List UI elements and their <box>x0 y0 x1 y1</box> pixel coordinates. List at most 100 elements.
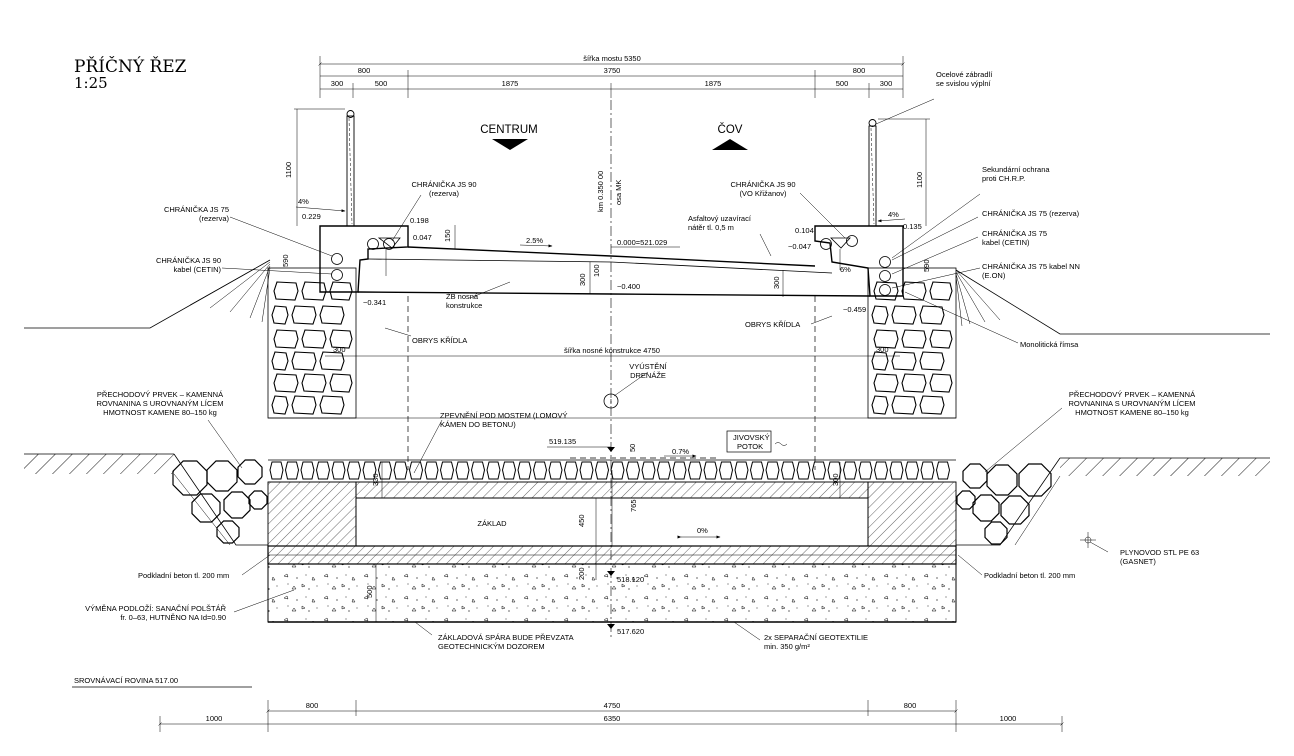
label-line: OBRYS KŘÍDLA <box>412 336 467 345</box>
label-subbase-l: Podkladní beton tl. 200 mm <box>138 571 229 580</box>
datum-label: SROVNÁVACÍ ROVINA 517.00 <box>74 676 178 685</box>
deck-levels: 0.000=521.029 −0.400 −0.341 −0.459 0.198… <box>281 216 931 314</box>
level-left-step: 0.047 <box>413 233 432 242</box>
dim-800-left: 800 <box>358 66 371 75</box>
label-line: CHRÁNIČKA JS 75 (rezerva) <box>982 209 1080 218</box>
superstructure <box>319 225 904 297</box>
foundation-dims: 330 300 450 765 200 500 518.120 517.620 <box>365 462 841 636</box>
riprap-boulder <box>172 460 208 496</box>
paving-stone <box>920 461 935 480</box>
label-line: min. 350 g/m² <box>764 642 810 651</box>
paving-stone <box>858 461 873 480</box>
direction-down-arrow-icon <box>492 139 528 150</box>
paving-stone <box>935 461 951 480</box>
riprap-boulder <box>206 460 238 492</box>
paving-stone <box>765 461 780 480</box>
dim-300-deck-right: 300 <box>772 276 781 289</box>
railing-right: 1100 4% 0.135 <box>868 118 930 231</box>
label-line: VYÚSTĚNÍ <box>629 362 667 371</box>
dim-1875-right: 1875 <box>705 79 722 88</box>
label-line: ROVNANINA S UROVNANÝM LÍCEM <box>96 399 223 408</box>
masonry-stone <box>929 281 953 301</box>
masonry-stone <box>301 329 327 349</box>
slope-cornice-right: 6% <box>840 265 851 274</box>
level-road: 0.000=521.029 <box>617 238 667 247</box>
paving-stone <box>439 461 455 480</box>
masonry-stone <box>329 329 353 349</box>
embankment-lines <box>24 259 1270 419</box>
stream-line-1: JIVOVSKÝ <box>733 433 770 442</box>
dim-200: 200 <box>577 567 586 580</box>
masonry-stone <box>271 351 289 371</box>
dim-765: 765 <box>629 499 638 512</box>
masonry-stone <box>319 305 345 325</box>
riprap-right <box>956 463 1052 545</box>
riprap-boulder <box>972 494 1000 522</box>
label-line: CHRÁNIČKA JS 90 <box>730 180 795 189</box>
level-bottom: 517.620 <box>617 627 644 636</box>
slope-base: 0% <box>697 526 708 535</box>
gas-pipe-icon <box>1080 532 1096 548</box>
label-line: Podkladní beton tl. 200 mm <box>138 571 229 580</box>
label-line: HMOTNOST KAMENE 80–150 kg <box>1075 408 1189 417</box>
masonry-stone <box>301 281 327 301</box>
label-cornice: Monolitická římsa <box>1020 340 1079 349</box>
abutment-left <box>267 267 357 419</box>
slope-water: 0.7% <box>672 447 689 456</box>
riprap-left <box>172 459 268 544</box>
dim-590-right: 590 <box>922 259 931 272</box>
slope-road: 2.5% <box>526 236 543 245</box>
paving-stone <box>718 461 734 480</box>
railing-left: 1100 4% 0.229 <box>284 108 355 227</box>
level-left-edge: −0.341 <box>363 298 386 307</box>
label-subbase-r: Podkladní beton tl. 200 mm <box>984 571 1075 580</box>
paving-stone <box>610 461 625 480</box>
label-line: OBRYS KŘÍDLA <box>745 320 800 329</box>
masonry-stone <box>329 281 353 301</box>
paving-stone <box>284 461 300 480</box>
paving-stone <box>656 461 672 480</box>
dim-500-left: 500 <box>375 79 388 88</box>
masonry-stone <box>901 329 927 349</box>
paving-stone <box>672 461 687 480</box>
masonry-stone <box>273 281 299 301</box>
label-line: kabel (CETIN) <box>982 238 1030 247</box>
masonry-stone <box>891 305 917 325</box>
level-right-edge: −0.459 <box>843 305 866 314</box>
label-line: konstrukce <box>446 301 482 310</box>
label-line: KÁMEN DO BETONU) <box>440 420 516 429</box>
direction-up-arrow-icon <box>712 139 748 150</box>
masonry-stone <box>929 329 953 349</box>
rail-height-right: 1100 <box>915 172 924 188</box>
foundation <box>267 481 957 623</box>
label-line: kabel (CETIN) <box>173 265 221 274</box>
axis-label: osa MK <box>614 180 623 205</box>
masonry-stone <box>871 395 889 415</box>
label-line: (rezerva) <box>429 189 460 198</box>
paving-stone <box>346 461 362 480</box>
dim-500-right: 500 <box>836 79 849 88</box>
paving-stone <box>579 461 594 480</box>
label-line: ROVNANINA S UROVNANÝM LÍCEM <box>1068 399 1195 408</box>
paving-stone <box>563 461 579 480</box>
dim-300-wing-right: 300 <box>876 345 889 354</box>
paving-stone <box>424 461 439 480</box>
riprap-boulder <box>956 490 976 510</box>
label-line: 2x SEPARAČNÍ GEOTEXTILIE <box>764 633 868 642</box>
masonry-stone <box>871 305 889 325</box>
dim-500: 500 <box>365 585 374 598</box>
dim-300-left: 300 <box>331 79 344 88</box>
riprap-boulder <box>223 491 251 519</box>
level-under: −0.400 <box>617 282 640 291</box>
water-level: 519.135 0.7% 50 <box>547 437 720 459</box>
label-line: proti CH.R.P. <box>982 174 1025 183</box>
masonry-stone <box>901 373 927 393</box>
stream-line-2: POTOK <box>737 442 763 451</box>
label-line: Ocelové zábradlí <box>936 70 993 79</box>
